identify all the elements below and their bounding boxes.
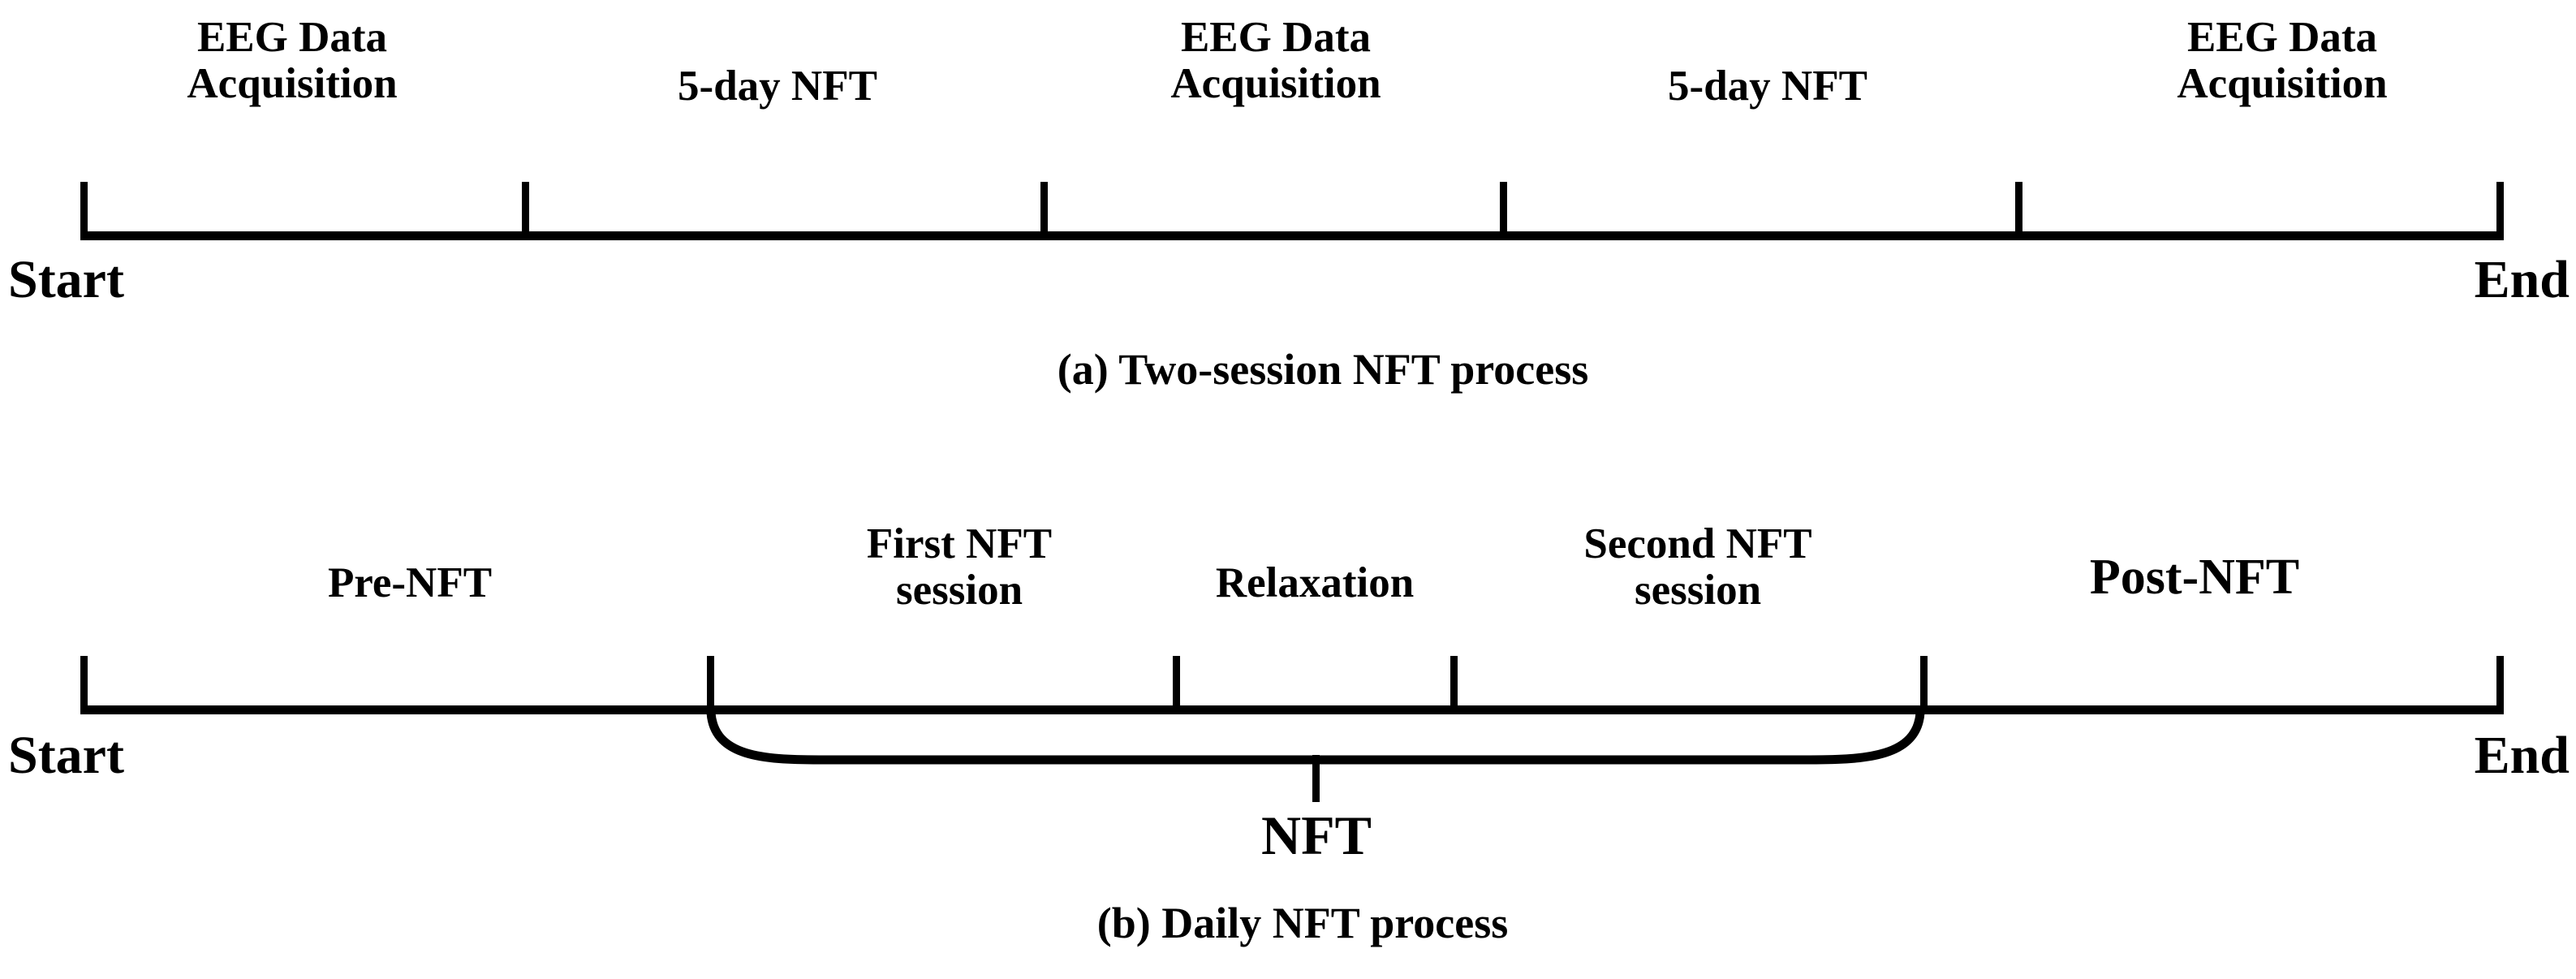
panel-a-axis-line <box>80 231 2504 240</box>
panel-b-start-label: Start <box>8 726 124 785</box>
panel-b-segment-label-5: Post-NFT <box>2089 550 2300 605</box>
panel-a-tick-2 <box>1040 182 1048 240</box>
panel-b-axis-line <box>80 705 2504 714</box>
nft-brace-label: NFT <box>1261 804 1372 866</box>
nft-brace-stem <box>1312 755 1320 802</box>
nft-grouping-brace <box>706 712 1925 765</box>
panel-a-caption: (a) Two-session NFT process <box>1057 345 1589 394</box>
panel-b-caption: (b) Daily NFT process <box>1096 899 1509 947</box>
panel-b-tick-1 <box>707 656 714 714</box>
panel-a-segment-label-2: 5-day NFT <box>678 63 877 110</box>
panel-b-segment-label-1: Pre-NFT <box>327 559 493 606</box>
panel-b-tick-end <box>2496 656 2504 714</box>
panel-a-tick-end <box>2496 182 2504 240</box>
panel-b-segment-label-3: Relaxation <box>1215 559 1415 606</box>
panel-b-tick-3 <box>1450 656 1458 714</box>
panel-a-segment-label-1: EEG Data Acquisition <box>187 14 398 108</box>
panel-b-end-label: End <box>2474 726 2570 785</box>
panel-a-end-label: End <box>2474 250 2570 309</box>
panel-a-start-label: Start <box>8 250 124 309</box>
panel-b-tick-start <box>80 656 88 714</box>
panel-a-tick-start <box>80 182 88 240</box>
panel-b-tick-2 <box>1173 656 1180 714</box>
panel-a-tick-1 <box>522 182 529 240</box>
panel-b-segment-label-4: Second NFT session <box>1583 520 1812 615</box>
panel-a-tick-4 <box>2015 182 2022 240</box>
panel-b-tick-4 <box>1920 656 1928 714</box>
panel-a-tick-3 <box>1500 182 1507 240</box>
panel-a-segment-label-3: EEG Data Acquisition <box>1170 14 1381 108</box>
panel-a-segment-label-5: EEG Data Acquisition <box>2177 14 2388 108</box>
panel-b-segment-label-2: First NFT session <box>866 520 1053 615</box>
panel-a-segment-label-4: 5-day NFT <box>1668 63 1867 110</box>
